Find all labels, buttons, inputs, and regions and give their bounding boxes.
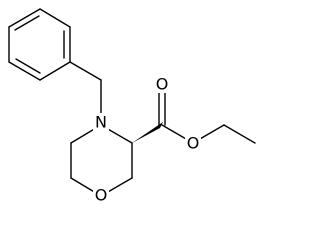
ester-oxygen-atom-label: O	[187, 134, 200, 153]
ester-group	[158, 89, 256, 144]
carbonyl-oxygen-mask	[154, 75, 170, 93]
benzene-bond-6	[39, 8, 71, 28]
benzyl-bond-ring	[69, 61, 102, 81]
ring-oxygen-atom-label: O	[95, 186, 108, 205]
benzene-bond-1	[8, 8, 41, 28]
nitrogen-atom-label: N	[95, 113, 107, 132]
benzene-bond-3	[8, 61, 41, 81]
ester-oxygen-mask	[185, 134, 201, 152]
atom-labels: N O O O	[93, 75, 201, 205]
benzene-ring	[8, 8, 71, 81]
ring-oxygen-mask	[93, 186, 109, 204]
benzene-double-bond-inner-2	[15, 58, 41, 74]
stereo-wedge-bond	[132, 122, 163, 143]
chemical-structure: N O O O	[8, 8, 256, 205]
nitrogen-mask	[93, 113, 109, 131]
benzene-bond-4	[39, 61, 71, 81]
benzene-double-bond-inner-1	[14, 15, 40, 31]
ethyl-bond-ch2-ch3	[223, 124, 256, 144]
carbonyl-oxygen-atom-label: O	[156, 75, 169, 94]
